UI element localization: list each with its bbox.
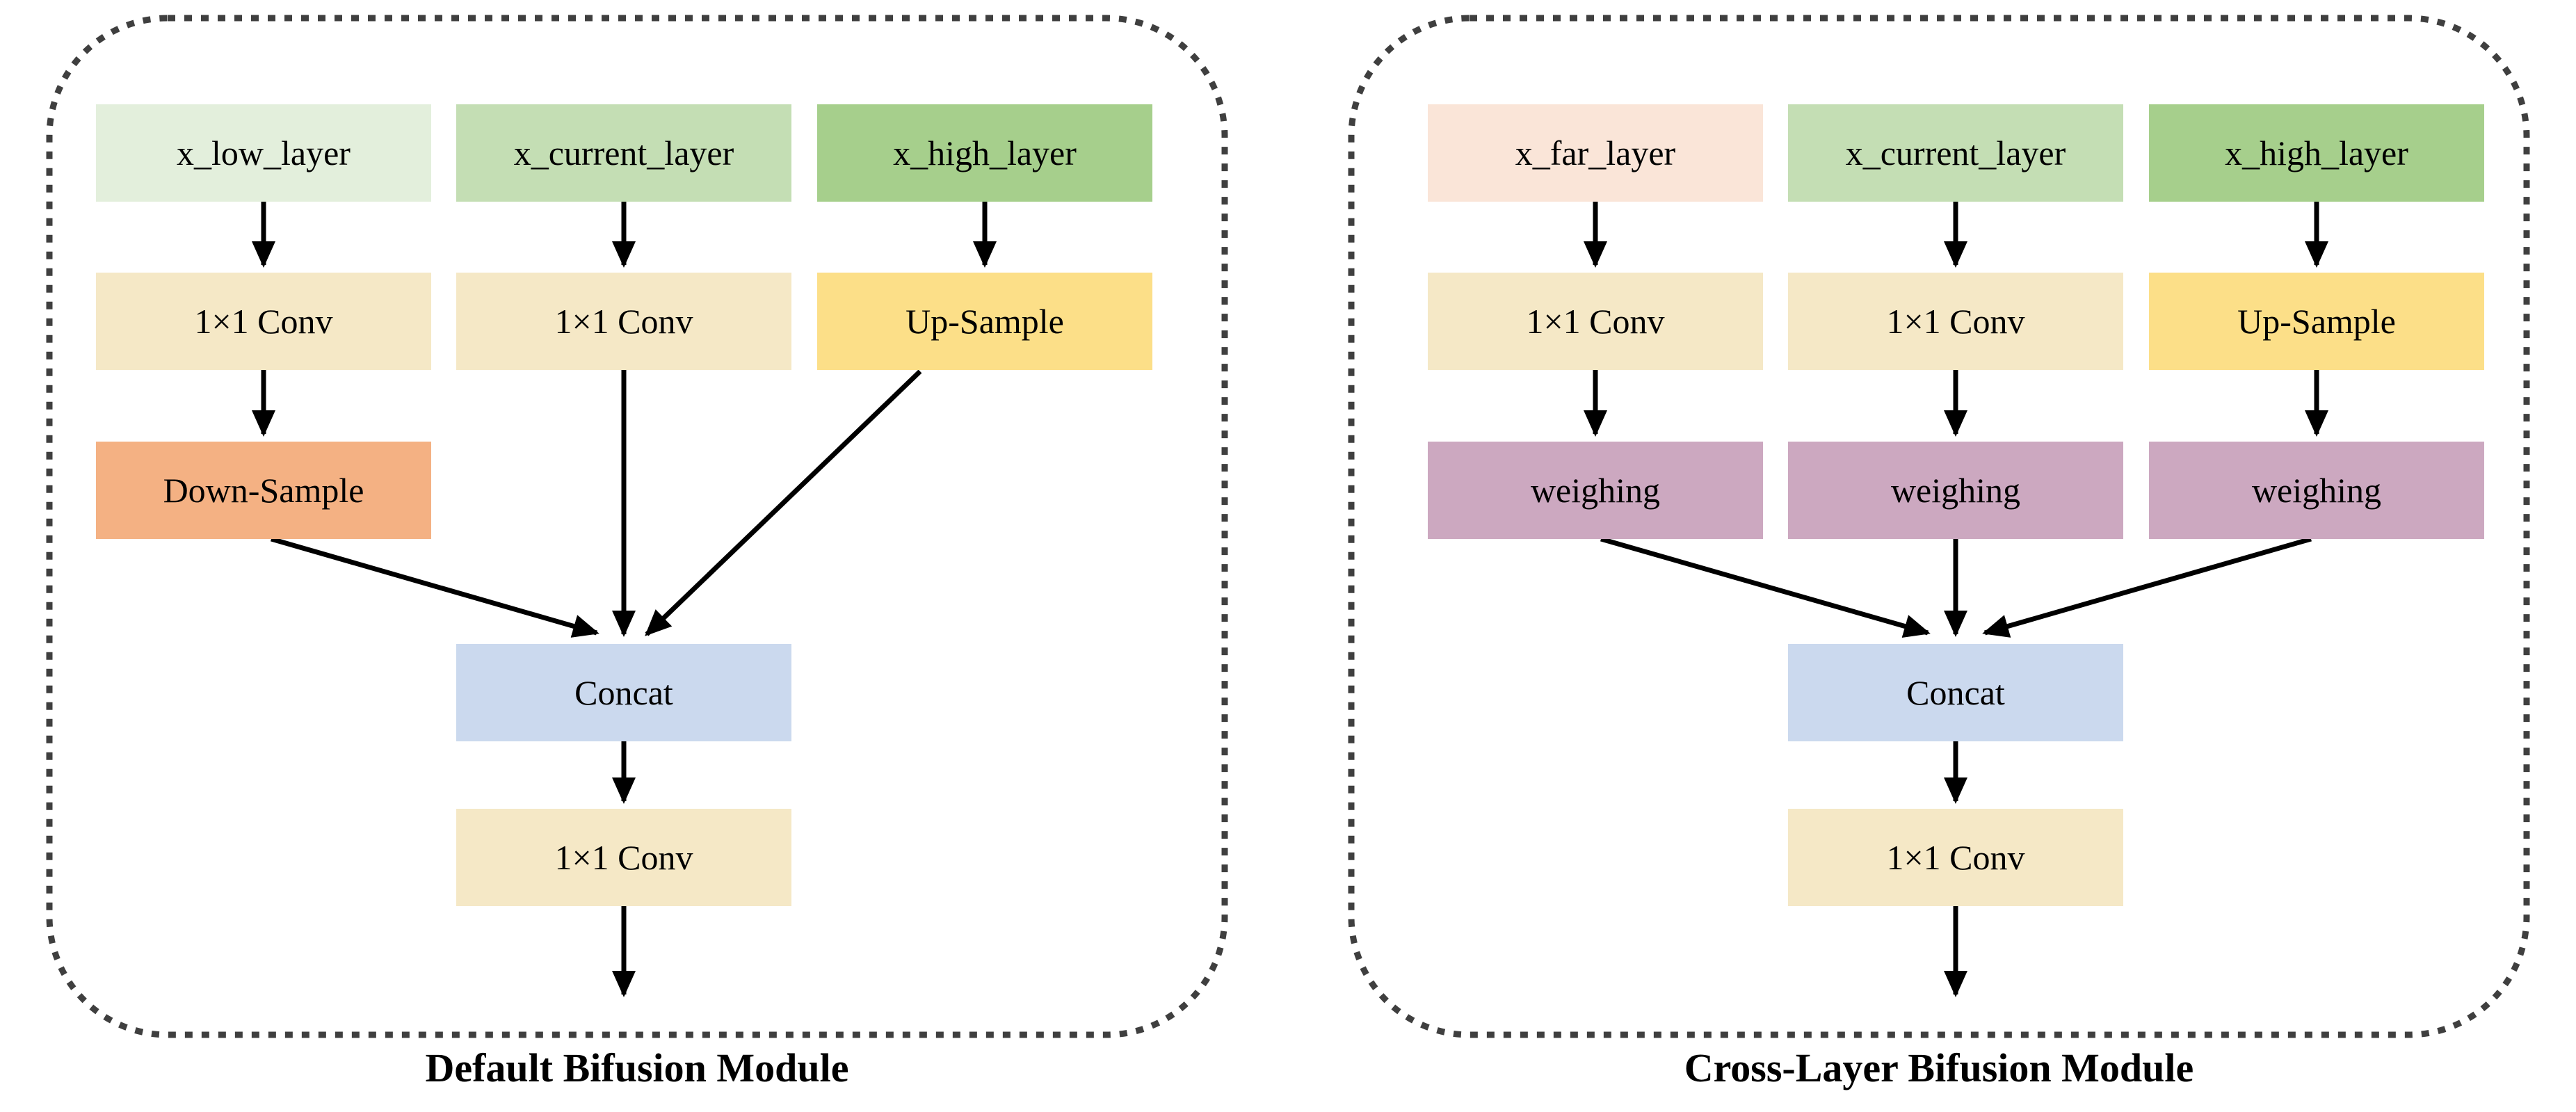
panel-border-crosslayer [1348, 15, 2530, 1038]
weighing-box: weighing [1788, 442, 2123, 539]
up-sample-box: Up-Sample [2149, 273, 2484, 370]
x-high-layer-box: x_high_layer [817, 104, 1152, 202]
default-module-caption: Default Bifusion Module [425, 1045, 849, 1090]
arrows-crosslayer-module [1584, 202, 2328, 997]
concat-box: Concat [456, 644, 791, 741]
conv-1x1-output-box: 1×1 Conv [1788, 809, 2123, 906]
conv-1x1-box: 1×1 Conv [456, 273, 791, 370]
weighing-box: weighing [2149, 442, 2484, 539]
weighing-box: weighing [1428, 442, 1763, 539]
x-high-layer-box: x_high_layer [2149, 104, 2484, 202]
conv-1x1-box: 1×1 Conv [1788, 273, 2123, 370]
down-sample-box: Down-Sample [96, 442, 431, 539]
up-sample-box: Up-Sample [817, 273, 1152, 370]
conv-1x1-box: 1×1 Conv [96, 273, 431, 370]
x-low-layer-box: x_low_layer [96, 104, 431, 202]
arrows-default-module [252, 202, 997, 997]
x-current-layer-box: x_current_layer [1788, 104, 2123, 202]
crosslayer-module-caption: Cross-Layer Bifusion Module [1684, 1045, 2194, 1090]
x-far-layer-box: x_far_layer [1428, 104, 1763, 202]
conv-1x1-output-box: 1×1 Conv [456, 809, 791, 906]
panel-border-default [46, 15, 1228, 1038]
concat-box: Concat [1788, 644, 2123, 741]
x-current-layer-box: x_current_layer [456, 104, 791, 202]
conv-1x1-box: 1×1 Conv [1428, 273, 1763, 370]
